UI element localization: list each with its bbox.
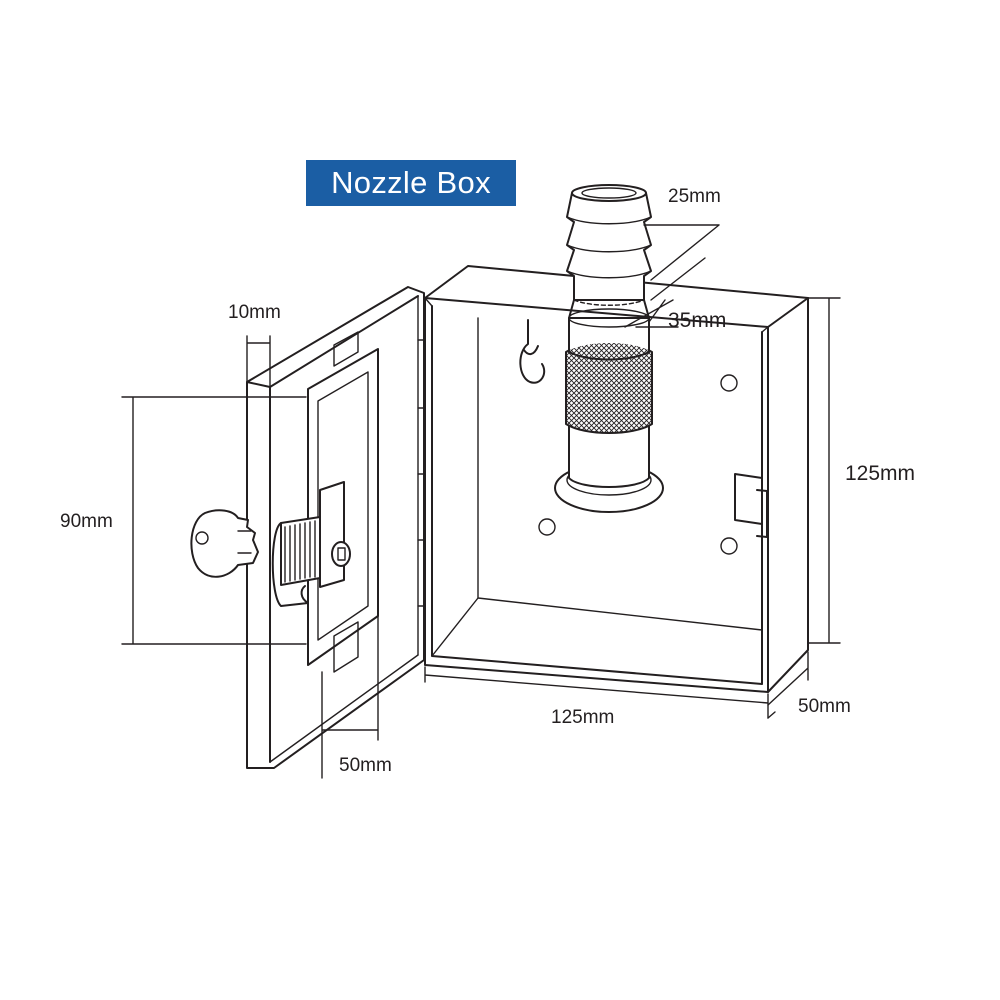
keyway: [337, 547, 346, 561]
nozzle-upper-collar: [568, 317, 650, 361]
key-hole: [195, 531, 209, 545]
title-badge: Nozzle Box: [306, 160, 516, 206]
lock-lever: [319, 481, 345, 588]
lock-thread: [284, 520, 316, 583]
dim-door-height-label: 90mm: [60, 511, 113, 532]
door-window-bottom-tab: [333, 621, 359, 673]
door-window-top-tab: [333, 331, 359, 367]
dim-window-width-label: 50mm: [339, 755, 392, 776]
hook: [519, 319, 546, 384]
door-inner-face: [269, 654, 419, 763]
door: [190, 286, 425, 769]
lock-bracket: [271, 522, 309, 607]
nozzle-neck: [573, 299, 645, 306]
diagram-title: Nozzle Box: [331, 165, 491, 200]
dim-nozzle-mid-label: 35mm: [668, 309, 727, 332]
key: [190, 509, 259, 578]
nozzle-barb: [566, 192, 652, 301]
dim-box-width-label: 125mm: [551, 707, 615, 728]
nozzle-joint: [568, 299, 650, 319]
lock-face: [331, 541, 351, 567]
dim-door-thickness-label: 10mm: [228, 302, 281, 323]
dim-90-lines: [121, 396, 307, 645]
latch-tab: [756, 489, 768, 538]
dim-35-lines: [624, 299, 679, 328]
key-ridge: [237, 530, 252, 554]
mount-hole-1: [720, 374, 738, 392]
dim-box-depth-label: 50mm: [798, 696, 851, 717]
door-hinges: [417, 339, 425, 607]
dim-125h-lines: [807, 297, 841, 644]
mount-hole-2: [538, 518, 556, 536]
box-top-back-edge: [767, 297, 809, 328]
box-right-wall: [761, 326, 769, 333]
nozzle-top-inner: [581, 187, 637, 199]
box-wall-line: [424, 297, 433, 307]
dim-25-lines: [643, 224, 720, 301]
dim-nozzle-top-label: 25mm: [668, 186, 721, 207]
mount-hole-3: [720, 537, 738, 555]
latch-catch: [734, 473, 763, 525]
dim-box-height-label: 125mm: [845, 462, 916, 485]
dimension-lines: [121, 224, 841, 779]
dim-50d-lines: [767, 651, 809, 719]
box-floor-edge: [431, 597, 479, 657]
dim-10-lines: [246, 335, 271, 388]
nozzle-knurl-hatch: [566, 343, 652, 433]
dim-125w-lines: [424, 666, 769, 719]
nozzle-lower-collar: [568, 423, 650, 488]
nozzle-barb-rings: [566, 216, 652, 279]
dim-50w-lines: [321, 615, 379, 779]
